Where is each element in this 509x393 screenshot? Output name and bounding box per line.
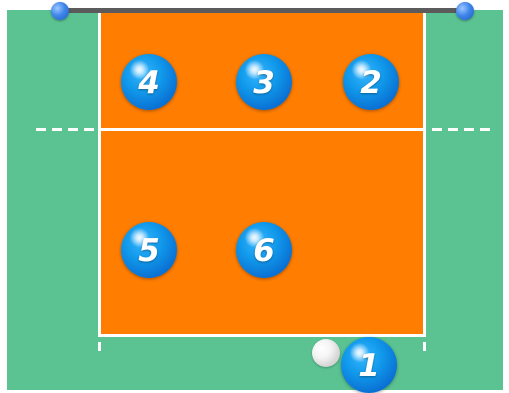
service-zone-mark-right: [423, 342, 426, 351]
attack-line-extension-right: [464, 128, 474, 131]
player-token-6[interactable]: 6: [236, 222, 292, 278]
player-token-1[interactable]: 1: [341, 337, 397, 393]
player-token-3[interactable]: 3: [236, 54, 292, 110]
volleyball-icon[interactable]: [312, 339, 340, 367]
service-zone-mark-left: [98, 342, 101, 351]
player-number: 3: [253, 68, 275, 99]
net-post-left[interactable]: [51, 2, 69, 20]
player-token-2[interactable]: 2: [343, 54, 399, 110]
net-post-right[interactable]: [456, 2, 474, 20]
player-number: 6: [253, 236, 275, 267]
attack-line-extension-left: [68, 128, 78, 131]
attack-line-extension-left: [36, 128, 46, 131]
attack-line-extension-right: [448, 128, 458, 131]
player-number: 2: [360, 68, 382, 99]
player-number: 4: [138, 68, 160, 99]
attack-line: [98, 128, 426, 131]
attack-line-extension-right: [480, 128, 490, 131]
attack-line-extension-right: [432, 128, 442, 131]
player-token-5[interactable]: 5: [121, 222, 177, 278]
player-number: 1: [358, 351, 380, 382]
player-token-4[interactable]: 4: [121, 54, 177, 110]
net: [60, 8, 466, 13]
attack-line-extension-left: [84, 128, 94, 131]
attack-line-extension-left: [52, 128, 62, 131]
player-number: 5: [138, 236, 160, 267]
